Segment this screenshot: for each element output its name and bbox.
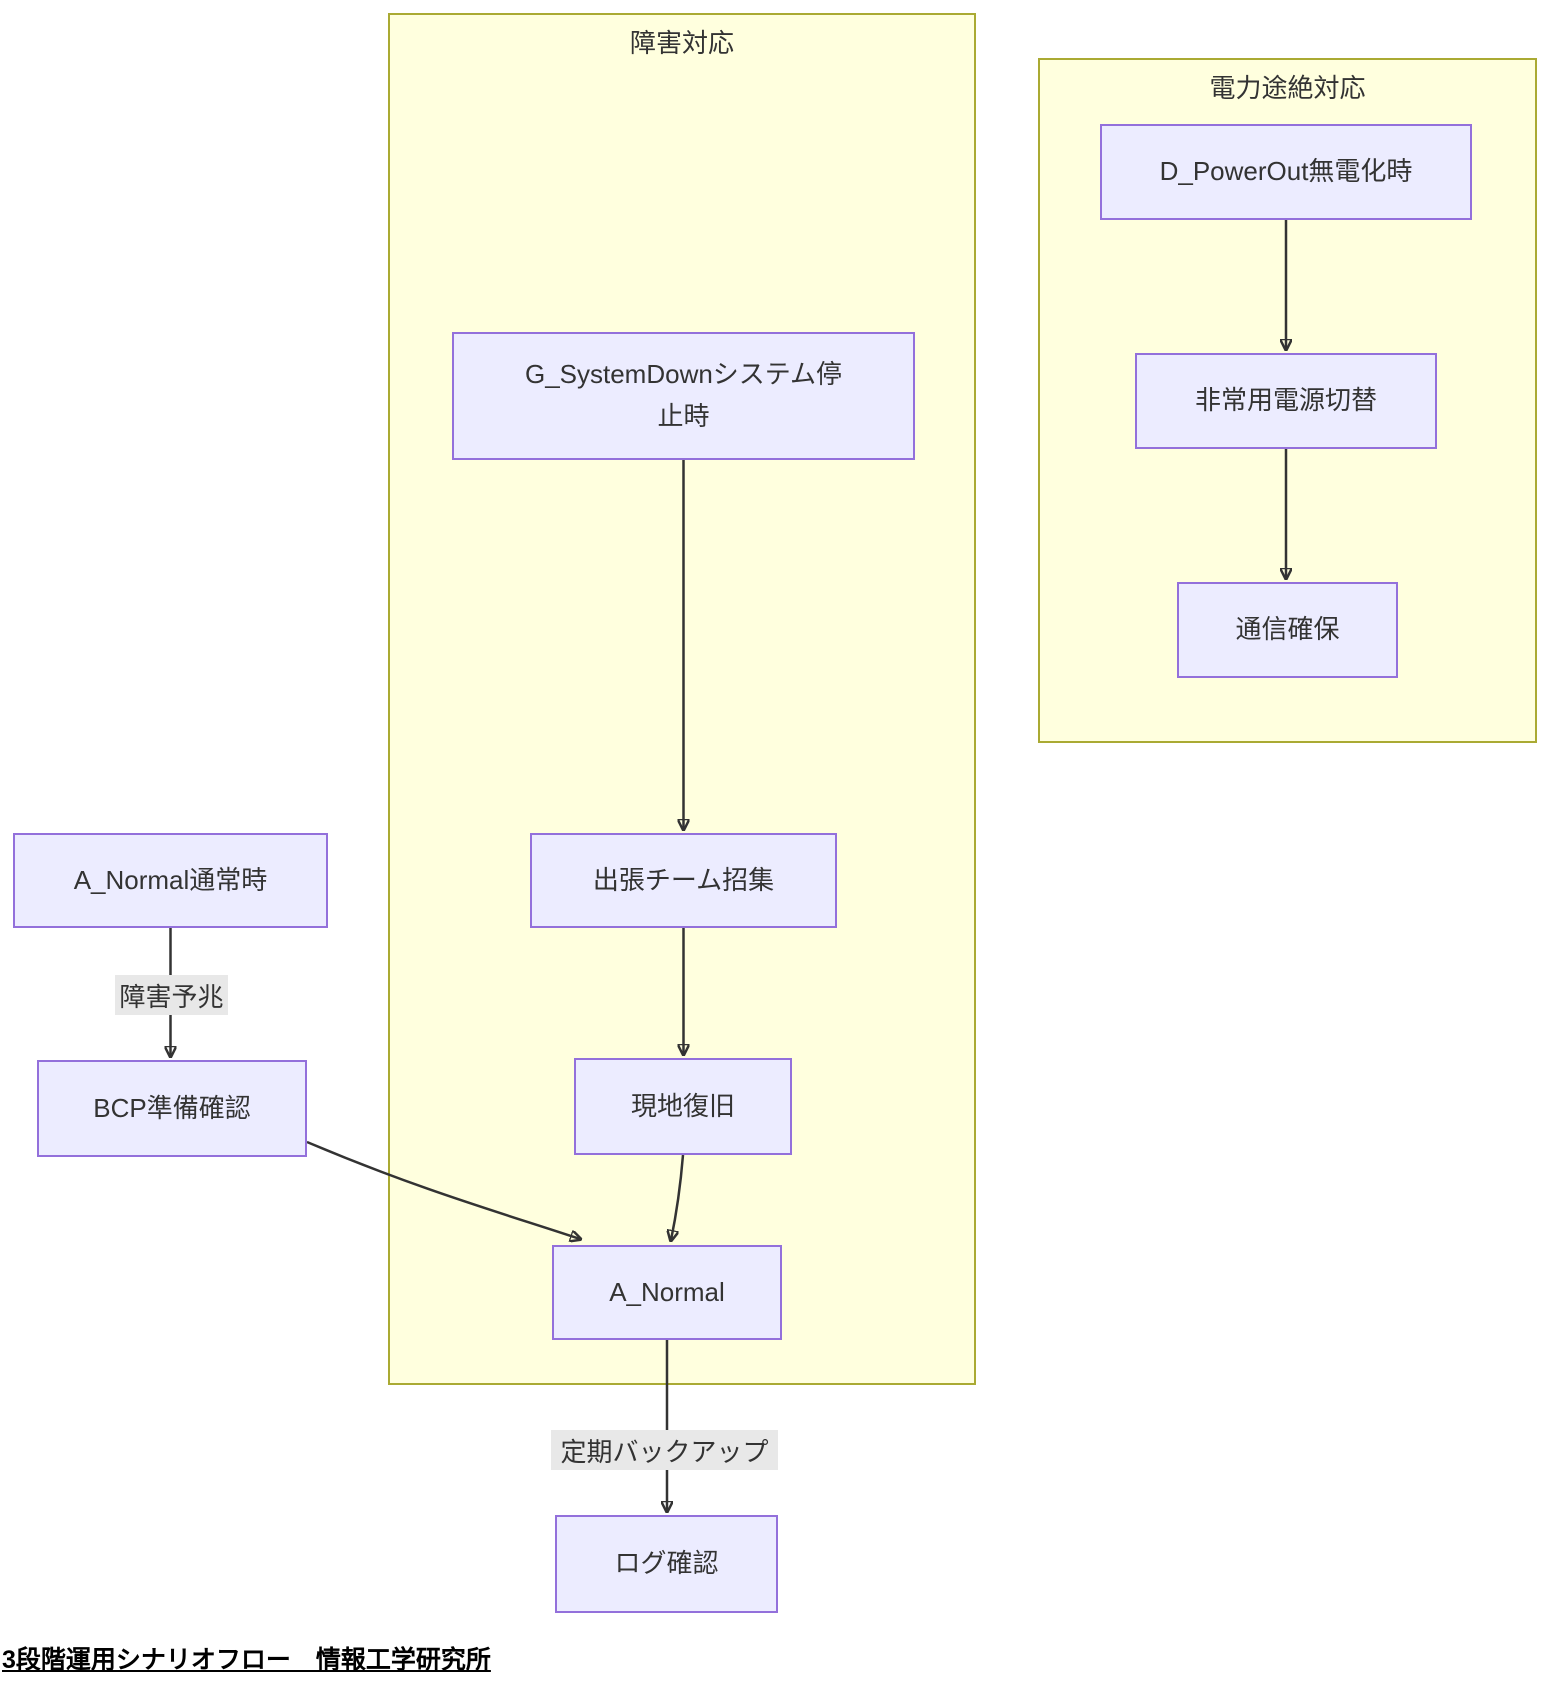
- edge-label-periodic-backup-text: 定期バックアップ: [560, 1436, 769, 1467]
- node-comm-secure-label: 通信確保: [1235, 614, 1340, 645]
- node-dispatch-team: 出張チーム招集: [530, 833, 837, 928]
- node-a-normal: A_Normal: [552, 1245, 782, 1340]
- node-g-systemdown-label-line1: G_SystemDownシステム停: [524, 359, 843, 390]
- node-a-normal-start-label: A_Normal通常時: [73, 864, 268, 895]
- subgraph-incident-response-title: 障害対応: [629, 28, 734, 58]
- node-dispatch-team-label: 出張チーム招集: [592, 864, 775, 895]
- node-backup-power-switch-label: 非常用電源切替: [1194, 385, 1377, 416]
- subgraph-power-outage-response-title: 電力途絶対応: [1209, 73, 1366, 103]
- node-log-check-label: ログ確認: [614, 1548, 719, 1579]
- node-a-normal-start: A_Normal通常時: [13, 833, 328, 928]
- node-onsite-recovery-label: 現地復旧: [630, 1090, 735, 1121]
- node-g-systemdown: G_SystemDownシステム停 止時: [452, 332, 915, 460]
- node-onsite-recovery: 現地復旧: [574, 1058, 792, 1155]
- node-bcp-check-label: BCP準備確認: [93, 1092, 251, 1123]
- edge-label-failure-sign: 障害予兆: [115, 975, 228, 1015]
- node-a-normal-label: A_Normal: [609, 1276, 725, 1307]
- node-comm-secure: 通信確保: [1177, 582, 1398, 678]
- node-g-systemdown-label-line2: 止時: [657, 401, 710, 431]
- edge-label-failure-sign-text: 障害予兆: [119, 981, 224, 1012]
- diagram-caption: 3段階運用シナリオフロー 情報工学研究所: [2, 1646, 491, 1674]
- subgraph-incident-response: 障害対応: [388, 13, 976, 1385]
- node-d-powerout-label: D_PowerOut無電化時: [1159, 156, 1413, 187]
- node-bcp-check: BCP準備確認: [37, 1060, 307, 1157]
- node-d-powerout: D_PowerOut無電化時: [1100, 124, 1472, 220]
- node-log-check: ログ確認: [555, 1515, 778, 1613]
- edge-label-periodic-backup: 定期バックアップ: [551, 1430, 778, 1470]
- node-backup-power-switch: 非常用電源切替: [1135, 353, 1437, 449]
